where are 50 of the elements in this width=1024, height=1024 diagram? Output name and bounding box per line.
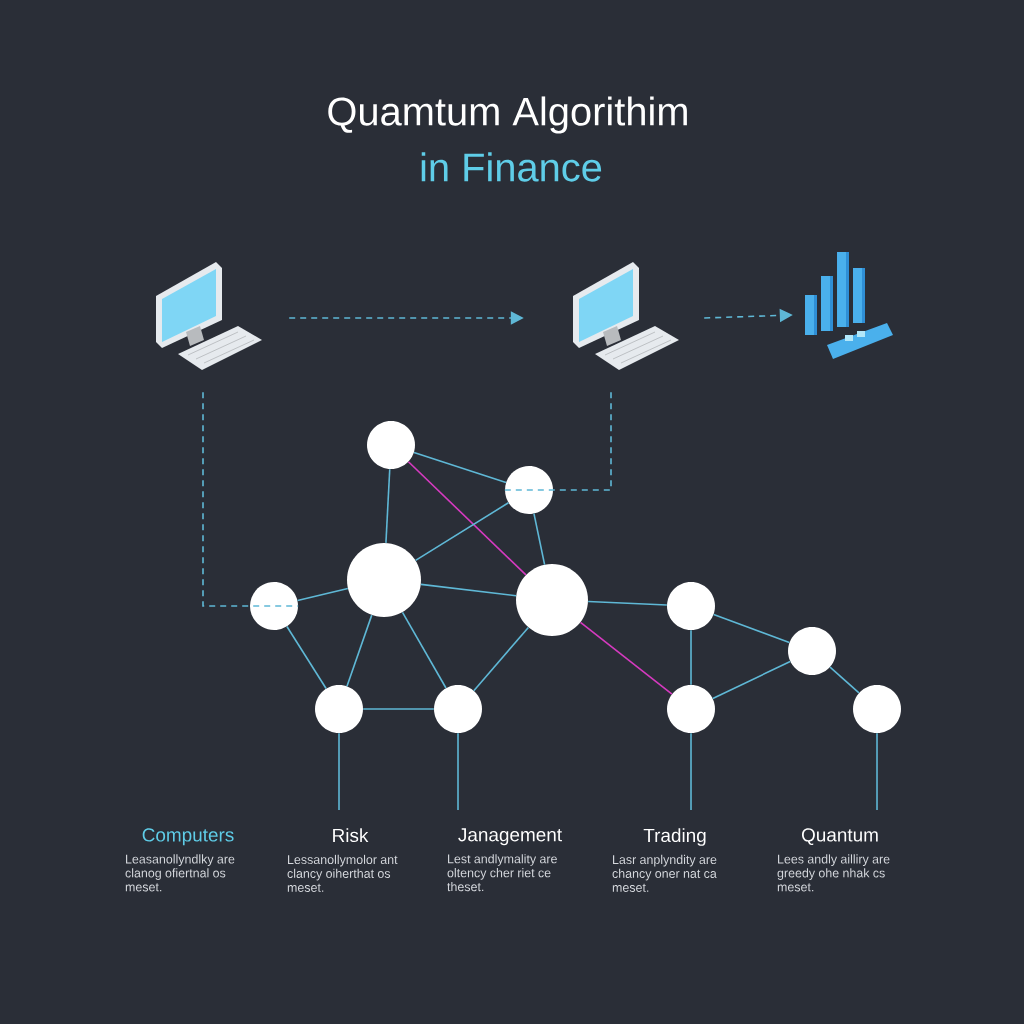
description: Lasr anplyndity are chancy oner nat ca meset. (612, 854, 717, 892)
network-node (505, 466, 553, 514)
network-link (533, 512, 546, 566)
network-link (579, 621, 673, 695)
description: Leasanollyndlky are clanog ofiertnal os meset. (125, 854, 235, 892)
network-node (667, 582, 715, 630)
description: Lest andlymality are oltency cher riet ce theset. (447, 854, 557, 892)
network-link (346, 614, 373, 687)
network-link (286, 625, 327, 690)
computer-drawing (156, 262, 262, 370)
network-link (413, 451, 507, 484)
network-node (347, 543, 421, 617)
computer-drawing (573, 262, 679, 370)
network-link (712, 613, 791, 644)
network-node (516, 564, 588, 636)
network-link (690, 629, 692, 686)
description: Lessanollymolor ant clancy oiherthat os meset. (287, 854, 398, 892)
column-heading: Computers (142, 828, 234, 846)
network-node (434, 685, 482, 733)
network-node (315, 685, 363, 733)
network-link (876, 732, 878, 811)
subtitle: in Finance (421, 152, 602, 182)
network-node (667, 685, 715, 733)
bar-chart-icon (805, 252, 893, 359)
network-link (690, 732, 692, 811)
network-node (853, 685, 901, 733)
column-heading: Quantum (801, 828, 878, 845)
description: Lees andly ailliry are greedy ohe nhak cs meset. (777, 854, 890, 892)
network-link (407, 461, 527, 576)
network-link (457, 732, 459, 811)
network-link (362, 708, 435, 710)
dashed-connector (202, 391, 299, 607)
network-link (296, 587, 349, 602)
network-link (414, 501, 510, 562)
network-node (250, 582, 298, 630)
network-node (367, 421, 415, 469)
network-link (338, 732, 340, 811)
network-link (712, 660, 791, 700)
network-link (385, 468, 391, 544)
title: Quamtum Algorithim (328, 96, 687, 134)
column-heading: Trading (643, 828, 706, 846)
network-link (420, 583, 517, 597)
network-link (473, 626, 530, 692)
network-link (829, 666, 860, 694)
column-heading: Janagement (458, 828, 562, 846)
dashed-connector (504, 391, 612, 491)
network-link (587, 600, 668, 606)
column-heading: Risk (333, 828, 369, 843)
network-link (401, 611, 447, 689)
network-node (788, 627, 836, 675)
